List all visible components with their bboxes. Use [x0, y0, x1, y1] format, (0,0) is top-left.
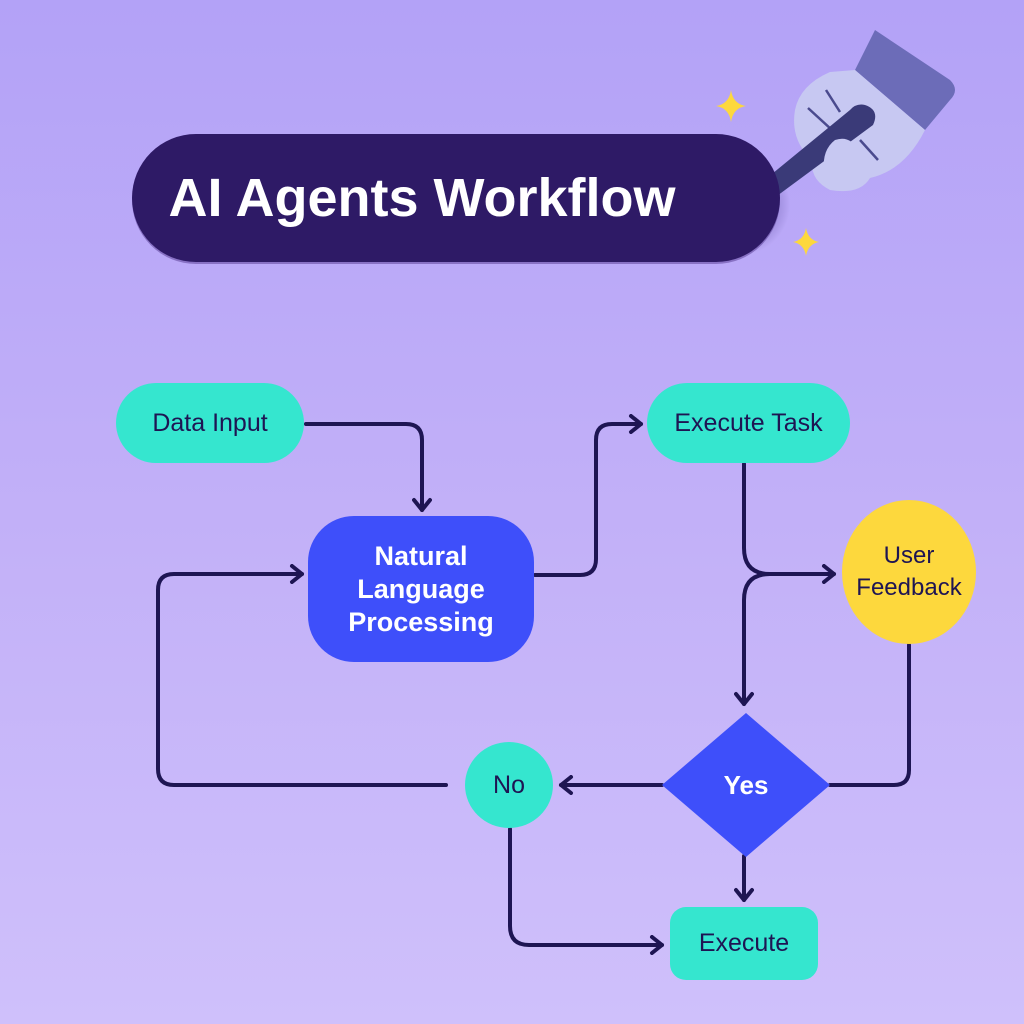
node-execute[interactable]: Execute	[670, 907, 818, 980]
node-label: Execute Task	[674, 408, 823, 437]
edge-execute-task-to-decision	[734, 572, 772, 706]
node-label: Execute	[698, 929, 790, 957]
node-label: Yes	[723, 769, 769, 800]
title-banner	[132, 134, 780, 262]
page-title: AI Agents Workflow	[168, 168, 676, 228]
edge-execute-task-to-user-feedback	[742, 462, 836, 584]
edge-nlp-to-execute-task	[533, 414, 643, 577]
node-label-line: User	[883, 542, 935, 569]
edge-user-feedback-to-decision	[828, 643, 911, 787]
node-label: Data Input	[152, 408, 268, 437]
node-natural-language-processing[interactable]: Natural Language Processing	[308, 516, 534, 662]
node-decision-yes[interactable]: Yes	[664, 745, 828, 825]
edge-data-input-to-nlp	[304, 422, 432, 512]
node-label-line: Feedback	[856, 574, 962, 601]
node-label: No	[493, 770, 525, 799]
decision-diamond	[662, 713, 830, 857]
sparkle-icon	[716, 90, 746, 122]
node-label-line: Language	[357, 573, 485, 604]
node-user-feedback[interactable]: User Feedback	[842, 500, 976, 644]
edge-loop-to-nlp	[156, 564, 448, 787]
node-label-line: Natural	[374, 540, 468, 571]
node-no[interactable]: No	[465, 742, 553, 828]
edge-no-to-execute	[508, 827, 664, 955]
node-label-line: Processing	[348, 606, 494, 637]
sparkle-icon	[793, 228, 819, 256]
node-data-input[interactable]: Data Input	[116, 383, 304, 463]
node-execute-task[interactable]: Execute Task	[647, 383, 850, 463]
